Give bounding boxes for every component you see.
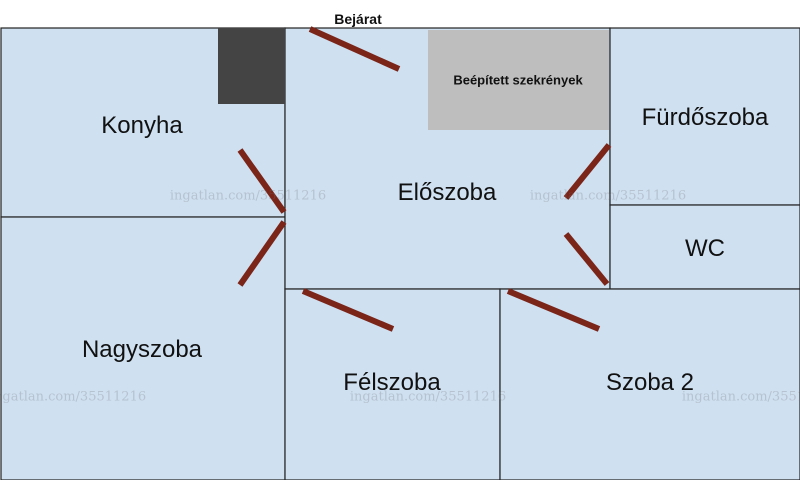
- room-label-furdoszoba: Fürdőszoba: [641, 104, 769, 131]
- watermark: ingatlan.com/35511216: [349, 389, 507, 405]
- chimney-block: [218, 28, 285, 104]
- room-label-konyha: Konyha: [101, 112, 183, 139]
- door-furdoszoba: [563, 143, 612, 200]
- built-in-closet: [428, 30, 609, 130]
- room-felszoba: [284, 288, 501, 480]
- door-konyha: [237, 148, 287, 214]
- room-label-szoba2: Szoba 2: [605, 369, 695, 396]
- room-label-nagyszoba: Nagyszoba: [81, 336, 203, 363]
- watermark: ingatlan.com/35511216: [169, 188, 327, 204]
- door-felszoba: [301, 288, 395, 332]
- room-wc: [609, 204, 800, 290]
- built-in-closet-label: Beépített szekrények: [453, 72, 583, 88]
- door-nagyszoba: [237, 220, 287, 287]
- door-szoba2: [506, 288, 601, 332]
- watermark: ingatlan.com/35511216: [529, 188, 687, 204]
- door-entrance: [308, 26, 401, 72]
- room-label-felszoba: Félszoba: [343, 369, 441, 396]
- watermark: ingatlan.com/35511216: [0, 389, 147, 405]
- room-label-wc: WC: [685, 235, 725, 262]
- entrance-label: Bejárat: [334, 11, 382, 27]
- watermark: ingatlan.com/35511216: [681, 389, 800, 405]
- room-nagyszoba: [0, 216, 286, 480]
- room-szoba2: [499, 288, 800, 480]
- room-label-eloszoba: Előszoba: [397, 179, 497, 206]
- door-wc: [563, 232, 610, 286]
- room-furdoszoba: [609, 27, 800, 206]
